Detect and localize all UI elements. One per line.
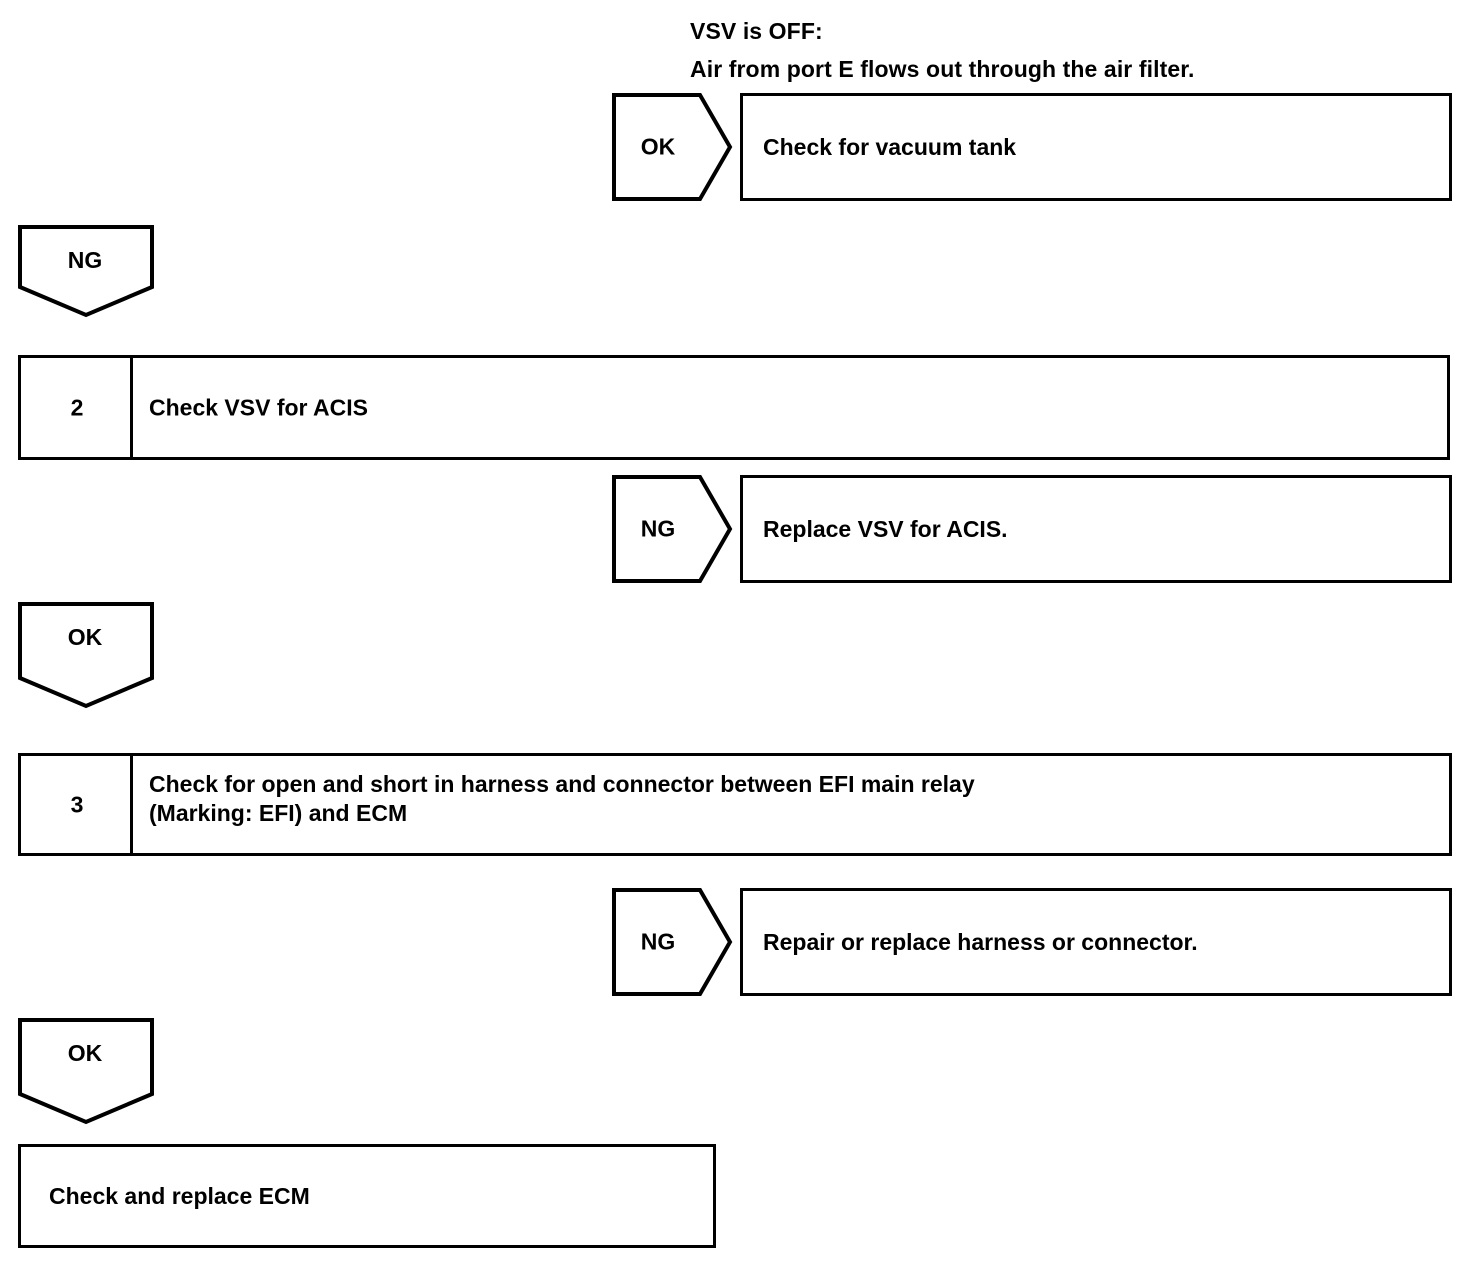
connector-arrow-ng-step1-to-step2: NG [18,225,156,318]
connector-arrow-ng-row3: NG [612,888,733,996]
result-box-text: Replace VSV for ACIS. [763,516,1008,542]
connector-arrow-ng-row2: NG [612,475,733,583]
connector-arrow-ok-row1: OK [612,93,733,201]
step-number: 3 [70,791,84,817]
final-box-text: Check and replace ECM [49,1183,310,1209]
step-box-2: 2 Check VSV for ACIS [18,355,1450,460]
result-box-repair-harness: Repair or replace harness or connector. [740,888,1452,996]
step-title-line-2: (Marking: EFI) and ECM [149,800,408,826]
final-box-check-replace-ecm: Check and replace ECM [18,1144,716,1248]
connector-arrow-ok-step3-to-final: OK [18,1018,156,1125]
step-box-divider [130,756,133,853]
step-number: 2 [70,394,84,420]
result-box-replace-vsv: Replace VSV for ACIS. [740,475,1452,583]
header-note-line-1: VSV is OFF: [690,18,823,44]
step-title: Check VSV for ACIS [149,394,368,420]
step-box-divider [130,358,133,457]
connector-arrow-ok-step2-to-step3: OK [18,602,156,709]
step-title-line-1: Check for open and short in harness and … [149,771,975,797]
step-box-3: 3 Check for open and short in harness an… [18,753,1452,856]
result-box-check-vacuum-tank: Check for vacuum tank [740,93,1452,201]
result-box-text: Check for vacuum tank [763,134,1017,160]
step-title: Check for open and short in harness and … [149,770,1441,828]
header-note-line-2: Air from port E flows out through the ai… [690,56,1195,82]
result-box-text: Repair or replace harness or connector. [763,929,1198,955]
